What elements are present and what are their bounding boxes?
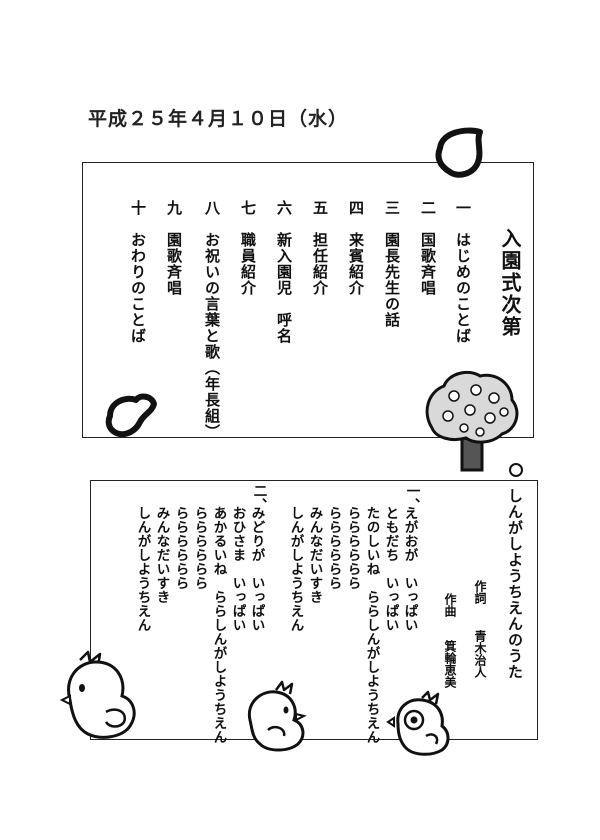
- lyric-line: らららららら: [191, 506, 208, 590]
- program-item-number: 八: [203, 200, 221, 215]
- petal-icon: [105, 393, 157, 438]
- program-item-number: 五: [311, 200, 329, 215]
- chick-icon: [247, 680, 307, 752]
- song-title: しんがしようちえんのうた: [506, 488, 524, 680]
- lyric-line: みんなだいすき: [153, 506, 170, 604]
- program-item-number: 九: [165, 200, 183, 215]
- lyric-line: あかるいね ららしんがしようちえん: [210, 506, 227, 744]
- program-title: 入園式次第: [498, 228, 522, 338]
- program-item-number: 四: [347, 200, 365, 215]
- lyric-line: たのしいね ららしんがしようちえん: [363, 506, 380, 744]
- chick-icon: [386, 690, 450, 756]
- program-item-text: おわりのことば: [129, 232, 147, 344]
- lyric-line: みどりが いっぱい: [248, 506, 265, 632]
- program-item-text: 来賓紹介: [347, 232, 365, 296]
- composer-label: 作曲: [443, 593, 457, 617]
- lyric-line: らららららら: [344, 506, 361, 590]
- composer-name: 箕輪恵美: [443, 640, 457, 688]
- program-item-text: 園歌斉唱: [165, 232, 183, 296]
- program-box: [82, 162, 534, 438]
- program-item-number: 六: [275, 200, 293, 215]
- lyric-line: おひさま いっぱい: [229, 506, 246, 632]
- program-item-text: 新入園児 呼名: [275, 232, 293, 344]
- song-box: [90, 480, 538, 740]
- program-item-number: 二: [419, 200, 437, 215]
- lyric-line: しんがしようちえん: [287, 506, 304, 632]
- lyric-line: みんなだいすき: [306, 506, 323, 604]
- program-item-text: 国歌斉唱: [419, 232, 437, 296]
- program-item-number: 十: [129, 200, 147, 215]
- lyric-line: ともだち いっぱい: [382, 506, 399, 632]
- lyric-line: らららららら: [172, 506, 189, 590]
- program-item-number: 七: [239, 200, 257, 215]
- lyric-line: らららららら: [325, 506, 342, 590]
- lyricist-name: 青木治人: [473, 630, 487, 678]
- lyricist-label: 作詞: [473, 580, 487, 604]
- program-item-text: 園長先生の話: [383, 232, 401, 328]
- verse1-marker: 一、: [403, 484, 420, 512]
- cherry-tree-icon: [425, 370, 523, 477]
- program-item-text: 担任紹介: [311, 232, 329, 296]
- program-item-number: 一: [454, 200, 472, 215]
- lyric-line: えがおが いっぱい: [401, 506, 418, 632]
- program-item-text: お祝いの言葉と歌（年長組）: [203, 232, 221, 440]
- lyric-line: しんがしようちえん: [134, 506, 151, 632]
- program-item-text: 職員紹介: [239, 232, 257, 296]
- program-item-text: はじめのことば: [454, 232, 472, 344]
- ceremony-date: 平成２５年４月１０日（水）: [88, 108, 349, 130]
- petal-icon: [435, 127, 483, 178]
- verse2-marker: 二、: [250, 484, 267, 512]
- program-item-number: 三: [383, 200, 401, 215]
- chick-icon: [59, 650, 136, 739]
